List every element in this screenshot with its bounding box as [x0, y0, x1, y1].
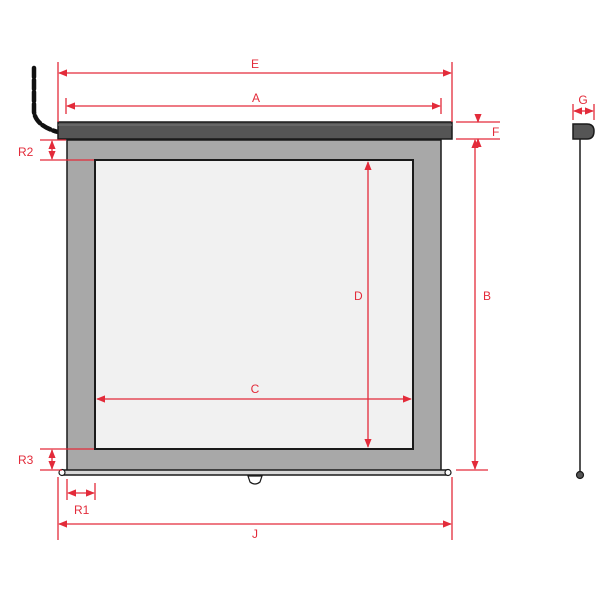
- label-C: C: [251, 382, 260, 396]
- dimension-R2: R2: [18, 139, 94, 161]
- dimension-F: F: [456, 113, 500, 148]
- bottom-bar-end-right: [444, 468, 452, 477]
- label-B: B: [483, 289, 491, 303]
- label-F: F: [492, 125, 499, 139]
- dimension-C: C: [96, 382, 412, 403]
- dimension-E: E: [57, 57, 453, 122]
- dimension-J: J: [57, 477, 453, 541]
- bottom-bar: [61, 469, 449, 476]
- label-D: D: [354, 289, 363, 303]
- label-A: A: [252, 91, 260, 105]
- dimension-R3: R3: [18, 448, 94, 471]
- label-R1: R1: [74, 503, 90, 517]
- dimension-A: A: [65, 91, 442, 114]
- side-view-bottom-bar: [575, 470, 585, 480]
- dimension-R1: R1: [66, 479, 96, 517]
- dimension-B: B: [456, 139, 491, 471]
- label-E: E: [251, 57, 259, 71]
- screen-viewing-area: [94, 159, 414, 450]
- label-R2: R2: [18, 145, 34, 159]
- power-cable: [31, 65, 61, 135]
- pull-handle: [247, 475, 263, 485]
- dimension-G: G: [572, 93, 595, 120]
- top-case: [57, 121, 453, 140]
- label-G: G: [578, 93, 587, 107]
- label-J: J: [252, 527, 258, 541]
- side-view-case: [572, 123, 595, 140]
- label-R3: R3: [18, 453, 34, 467]
